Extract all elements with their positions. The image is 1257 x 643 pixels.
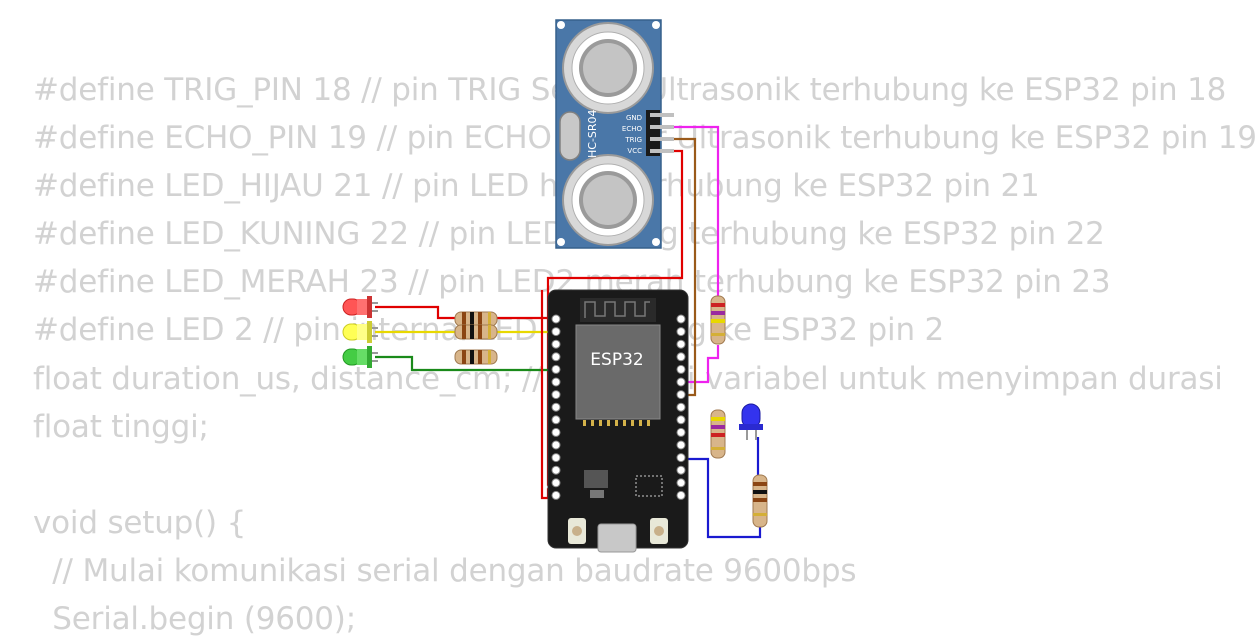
header-pin[interactable] — [551, 314, 561, 324]
wire-green-led — [375, 355, 682, 372]
header-pin[interactable] — [551, 327, 561, 337]
wire-blue-led — [682, 457, 762, 539]
esp32-board[interactable]: ESP32 — [547, 289, 689, 553]
header-pin[interactable] — [676, 390, 686, 400]
header-pin[interactable] — [676, 478, 686, 488]
header-pin[interactable] — [676, 364, 686, 374]
sensor-pin-trig: TRIG — [624, 136, 642, 144]
header-pin[interactable] — [676, 490, 686, 500]
header-pin[interactable] — [551, 415, 561, 425]
sensor-pin-vcc: VCC — [627, 147, 642, 155]
header-pin[interactable] — [551, 465, 561, 475]
transducer-top — [562, 22, 654, 114]
code-line: Serial.begin (9600); — [33, 601, 356, 638]
header-pin[interactable] — [676, 314, 686, 324]
transducer-bottom — [562, 154, 654, 246]
resistor-4[interactable] — [710, 295, 726, 345]
resistor-1[interactable] — [454, 311, 498, 327]
header-pin[interactable] — [676, 427, 686, 437]
code-line: void setup() { — [33, 504, 247, 541]
sensor-pin-gnd: GND — [626, 114, 642, 122]
sensor-model-label: HC-SR04 — [586, 109, 599, 158]
header-pin[interactable] — [676, 465, 686, 475]
wire-red-left — [540, 290, 548, 500]
header-pin[interactable] — [551, 390, 561, 400]
header-pin[interactable] — [551, 364, 561, 374]
header-pin[interactable] — [551, 377, 561, 387]
wire-red-led — [375, 305, 455, 320]
resistor-2[interactable] — [454, 324, 498, 340]
resistor-5[interactable] — [710, 409, 726, 459]
circuit-diagram: HC-SR04 GND ECHO TRIG VCC — [342, 19, 768, 553]
header-pin[interactable] — [551, 478, 561, 488]
code-line: float tinggi; — [33, 408, 209, 445]
resistor-6[interactable] — [752, 474, 768, 528]
header-pin[interactable] — [676, 352, 686, 362]
header-pin[interactable] — [676, 327, 686, 337]
wire-magenta-2 — [682, 345, 720, 384]
resistor-3[interactable] — [454, 349, 498, 365]
header-pin[interactable] — [551, 402, 561, 412]
header-pin[interactable] — [676, 339, 686, 349]
code-line: // Mulai komunikasi serial dengan baudra… — [33, 552, 857, 589]
header-pin[interactable] — [676, 453, 686, 463]
header-pin[interactable] — [551, 490, 561, 500]
header-pin[interactable] — [551, 427, 561, 437]
sensor-pin-echo: ECHO — [622, 125, 643, 133]
code-line: #define LED_KUNING 22 // pin LED kuning … — [33, 216, 1105, 253]
header-pin[interactable] — [676, 377, 686, 387]
header-pin[interactable] — [551, 339, 561, 349]
yellow-led[interactable] — [342, 321, 378, 343]
header-pin[interactable] — [551, 453, 561, 463]
green-led[interactable] — [342, 346, 378, 368]
header-pin[interactable] — [676, 415, 686, 425]
header-pin[interactable] — [551, 352, 561, 362]
ultrasonic-sensor[interactable]: HC-SR04 GND ECHO TRIG VCC — [555, 19, 674, 249]
esp32-label: ESP32 — [590, 350, 643, 370]
blue-led[interactable] — [739, 403, 763, 440]
header-pin[interactable] — [676, 440, 686, 450]
code-line: #define TRIG_PIN 18 // pin TRIG Sensor U… — [33, 72, 1227, 108]
wire-magenta — [674, 125, 720, 296]
red-led[interactable] — [342, 296, 378, 318]
header-pin[interactable] — [551, 440, 561, 450]
header-pin[interactable] — [676, 402, 686, 412]
